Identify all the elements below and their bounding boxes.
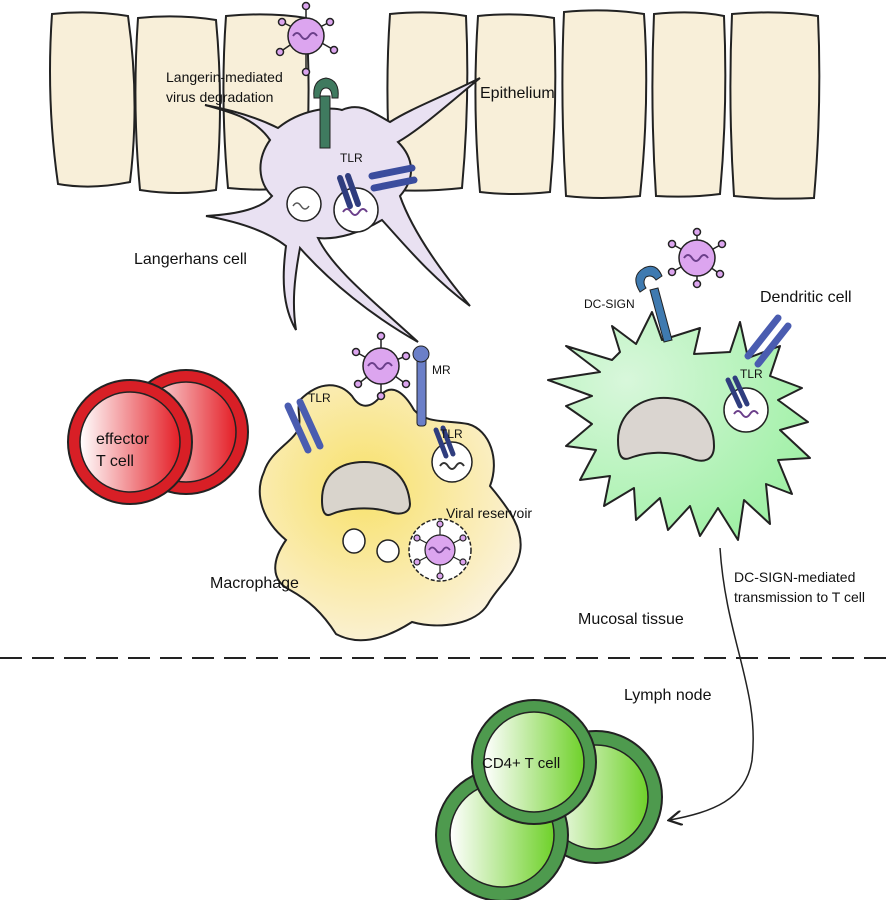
effector-t-cells — [67, 369, 249, 505]
tlr-membrane-langerhans — [368, 164, 418, 192]
label-tlr-macrophage-vesicle: TLR — [440, 427, 463, 441]
macrophage-vacuole — [376, 539, 400, 563]
label-cd4-t-cell: CD4+ T cell — [482, 755, 560, 772]
label-dc-sign: DC-SIGN — [584, 297, 635, 311]
tlr-internal-langerhans — [337, 173, 361, 209]
label-langerin: Langerin-mediated virus degradation — [166, 69, 287, 105]
viral-reservoir-vesicle — [408, 518, 472, 582]
cd4-t-cells — [435, 699, 663, 900]
epithelium-layer — [49, 9, 821, 200]
langerhans-vesicle-left — [286, 186, 322, 222]
label-effector-t-cell: effector T cell — [96, 431, 154, 470]
label-tlr-macrophage: TLR — [308, 391, 331, 405]
langerin-receptor — [313, 77, 339, 149]
label-lymph-node: Lymph node — [624, 687, 712, 704]
label-macrophage: Macrophage — [210, 575, 299, 592]
label-dendritic-cell: Dendritic cell — [760, 289, 852, 306]
label-dc-sign-transmission: DC-SIGN-mediated transmission to T cell — [734, 569, 865, 605]
virus-langerin — [275, 1, 339, 77]
label-tlr-dendritic: TLR — [740, 367, 763, 381]
tlr-macrophage-membrane — [284, 398, 324, 454]
macrophage-vacuole — [342, 528, 366, 554]
label-tlr-langerhans: TLR — [340, 151, 363, 165]
dendritic-nucleus — [616, 396, 716, 462]
virus-dendritic — [667, 227, 727, 289]
mr-receptor — [412, 345, 430, 427]
dc-sign-receptor — [635, 265, 673, 343]
label-mr: MR — [432, 363, 451, 377]
label-viral-reservoir: Viral reservoir — [446, 505, 532, 521]
transmission-arrow — [670, 547, 754, 820]
macrophage-nucleus — [320, 460, 412, 516]
tlr-dendritic-membrane — [744, 314, 792, 368]
dendritic-vesicle-tlr — [723, 387, 769, 433]
label-mucosal-tissue: Mucosal tissue — [578, 611, 684, 628]
virus-macrophage-surface — [351, 331, 411, 401]
label-langerhans-cell: Langerhans cell — [134, 251, 247, 268]
label-epithelium: Epithelium — [480, 85, 555, 102]
